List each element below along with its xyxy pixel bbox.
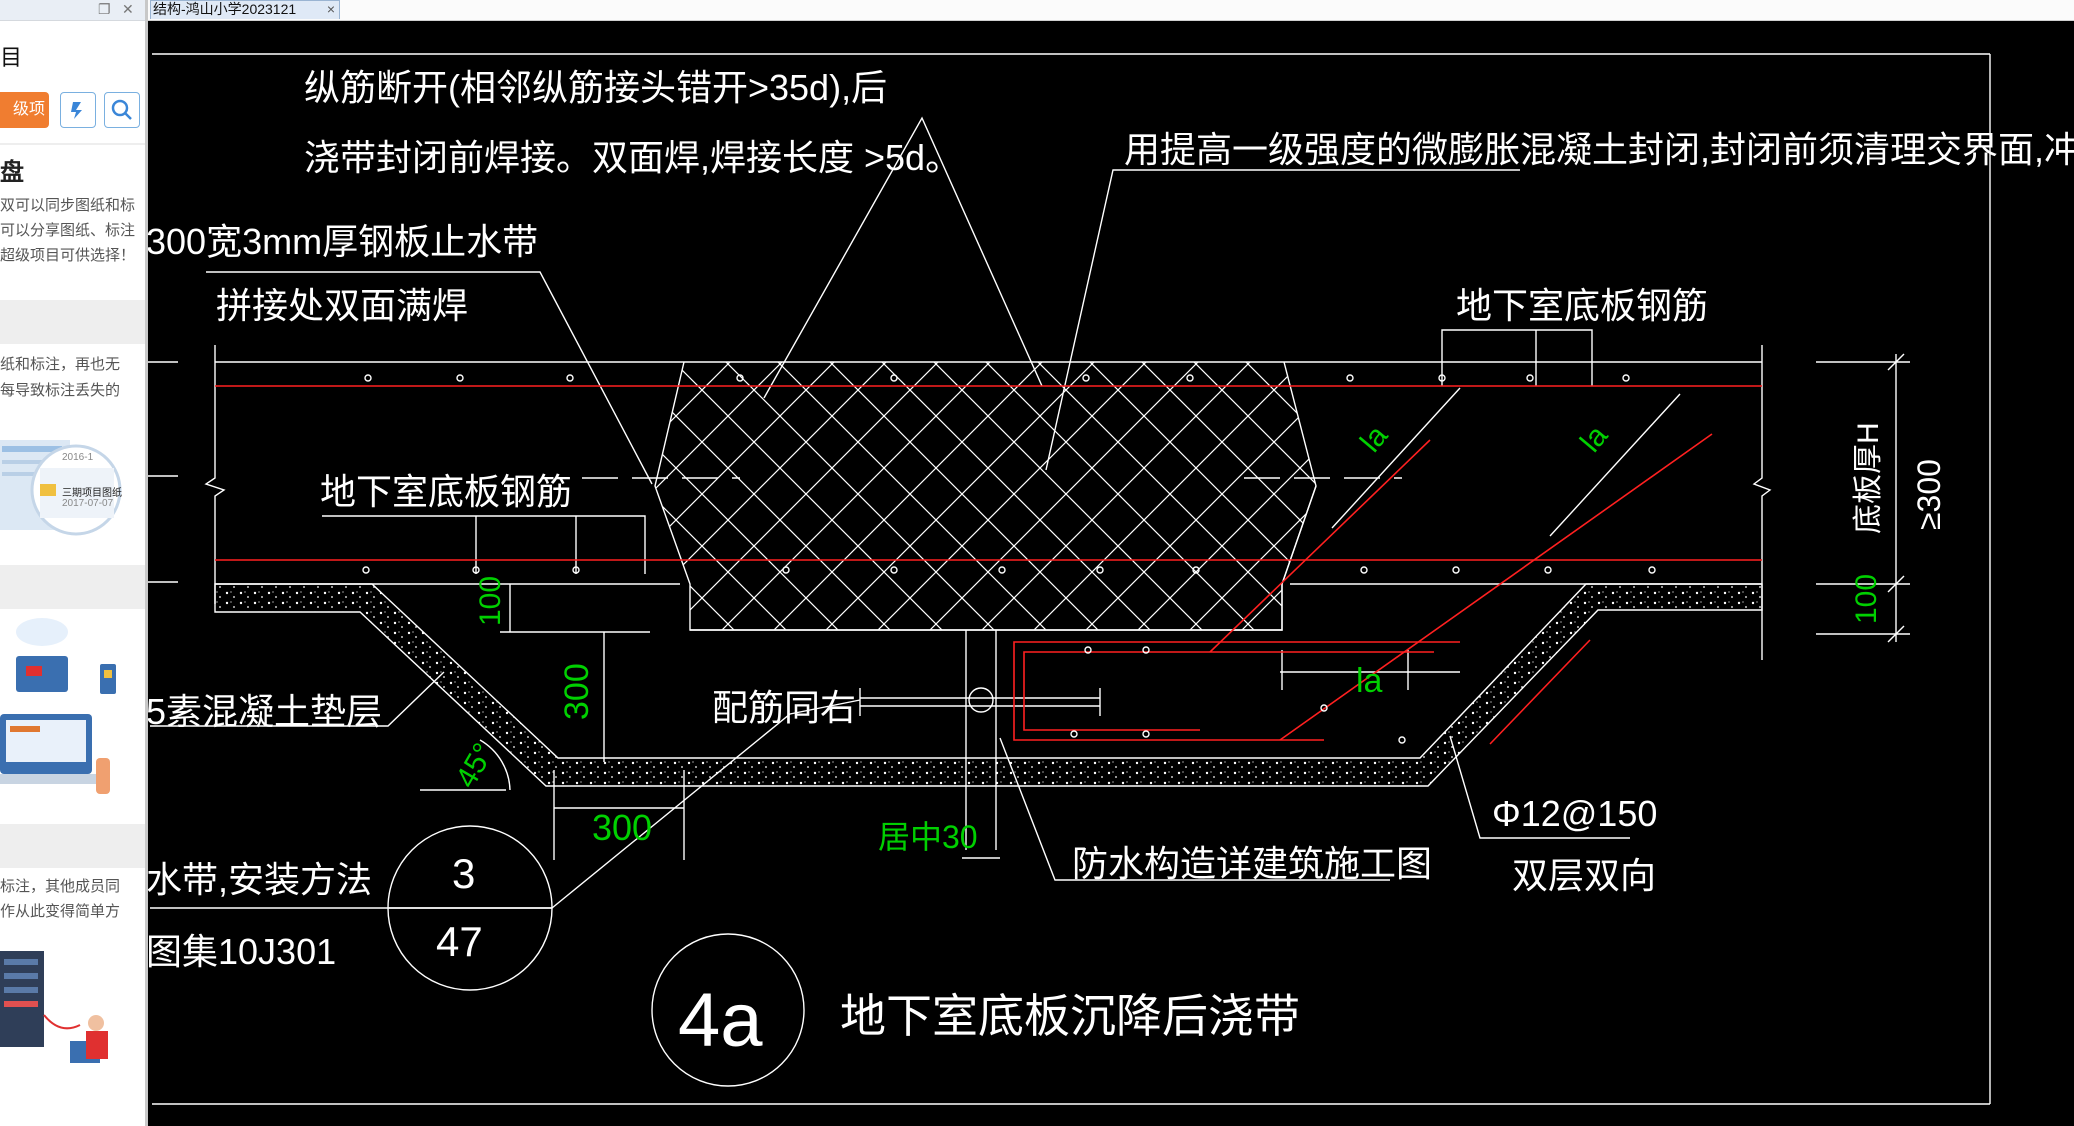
thumb-date: 2017-07-07 [62,498,114,509]
leader-line-waterstop [206,271,653,485]
panel-title: 目 [0,45,23,70]
bar-spec-sub-label: 双层双向 [1512,855,1656,896]
document-tabbar: 结构-鸿山小学2023121 × [148,0,2074,21]
dim-angle: 45° [449,738,500,794]
dim-100-right: 100 [1850,574,1883,624]
break-line [1752,345,1772,660]
file-preview-illustration [0,440,122,536]
server-illustration [0,951,108,1063]
dim-100-left: 100 [474,576,507,626]
note-rebar-line2: 浇带封闭前焊接。双面焊,焊接长度 >5d。 [304,137,961,178]
upgrade-project-button[interactable]: 级项目 [0,92,49,154]
section-number: 4a [678,978,763,1063]
dim-300-vertical: 300 [558,663,596,720]
feature-desc-line: 每导致标注丢失的 [0,382,121,399]
cloud-desc-line: 超级项目可供选择！ [0,247,136,264]
rebar-bent [1279,433,1713,741]
bar-spec-label: Φ12@150 [1492,793,1657,834]
tab-drawing[interactable]: 结构-鸿山小学2023121 × [150,0,340,19]
cad-drawing-area[interactable]: 结构-鸿山小学2023121 × [148,0,2074,1126]
thumb-date: 2016-1 [62,452,94,463]
sync-icon [71,102,82,119]
install-label: 水带,安装方法 [148,859,372,900]
section-band [0,565,145,609]
sync-button[interactable] [60,92,96,128]
waterproof-label: 防水构造详建筑施工图 [1072,843,1432,884]
side-panel: ❐ ✕ 目 级项目 盘 双可以同步图纸和标 可以分享图纸、标注 超级项目可供选择… [0,0,148,1126]
thumb-name: 三期项目图纸 [62,488,122,499]
rebar-local [1023,651,1434,731]
section-band [0,824,145,868]
dim-la-3: la [1356,662,1383,700]
note-rebar-line1: 纵筋断开(相邻纵筋接头错开>35d),后 [304,67,887,108]
slab-min-label: ≥300 [1911,459,1947,530]
waterstop-center [968,687,994,713]
detail-bottom-number: 47 [436,918,483,965]
feature-desc-line: 标注，其他成员同 [0,878,121,895]
section-band [0,300,145,344]
dim-la-line [1549,393,1681,537]
dim-la-line [1331,387,1461,529]
detail-top-number: 3 [452,850,475,897]
dim-center30: 居中30 [878,819,978,855]
search-button[interactable] [104,92,140,128]
rebar-label-right: 地下室底板钢筋 [1456,285,1708,326]
side-panel-titlebar: ❐ ✕ [0,0,145,21]
leader-line-right-rebar [1441,329,1593,386]
rebar-bent [1209,439,1431,653]
cloud-desc-line: 双可以同步图纸和标 [0,197,136,214]
plain-concrete-cushion [214,583,1763,787]
slab-thickness-label: 底板厚H [1852,422,1885,534]
post-pour-hatch [655,362,1316,630]
angle-arc [479,739,511,791]
waterstop-weld-label: 拼接处双面满焊 [216,285,468,326]
section-number-circle [651,933,805,1087]
dim-tick [1887,625,1905,643]
section-detail-drawing: 纵筋断开(相邻纵筋接头错开>35d),后 浇带封闭前焊接。双面焊,焊接长度 >5… [148,53,2074,1105]
search-icon [111,99,132,120]
atlas-label: 图集10J301 [148,931,336,972]
dim-la-2: la [1574,419,1614,458]
feature-desc-line: 作从此变得简单方 [0,903,121,920]
dim-tick [1887,353,1905,371]
close-icon[interactable]: ✕ [122,1,134,17]
divider [0,143,145,145]
leader-line-install [551,699,861,909]
tab-close-icon[interactable]: × [326,1,335,17]
dim-300-horizontal: 300 [592,807,652,848]
plain-concrete-label: 5素混凝土垫层 [148,691,382,732]
cloud-desc-line: 可以分享图纸、标注 [0,222,136,239]
leader-line-plain-concrete [150,671,445,727]
waterstop-label: 300宽3mm厚钢板止水带 [148,221,538,262]
feature-desc-line: 纸和标注，再也无 [0,356,121,373]
restore-icon[interactable]: ❐ [98,1,111,17]
same-rebar-label: 配筋同右 [712,687,856,728]
leader-line-rebar-note [763,116,1043,399]
leader-line-left-rebar [322,515,646,574]
note-concrete: 用提高一级强度的微膨胀混凝土封闭,封闭前须清理交界面,冲洗干净 [1124,129,2074,170]
rebar-bent [1489,639,1591,745]
break-line [204,345,226,604]
leader-line-bar-spec [1449,735,1630,839]
dim-la-1: la [1354,419,1394,458]
dim-tick [1887,575,1905,593]
cloud-heading: 盘 [0,159,24,186]
section-title: 地下室底板沉降后浇带 [840,990,1300,1042]
rebar-local [1013,641,1460,741]
devices-illustration [0,618,116,794]
rebar-label-left: 地下室底板钢筋 [320,471,572,512]
tab-label: 结构-鸿山小学2023121 [153,1,297,17]
